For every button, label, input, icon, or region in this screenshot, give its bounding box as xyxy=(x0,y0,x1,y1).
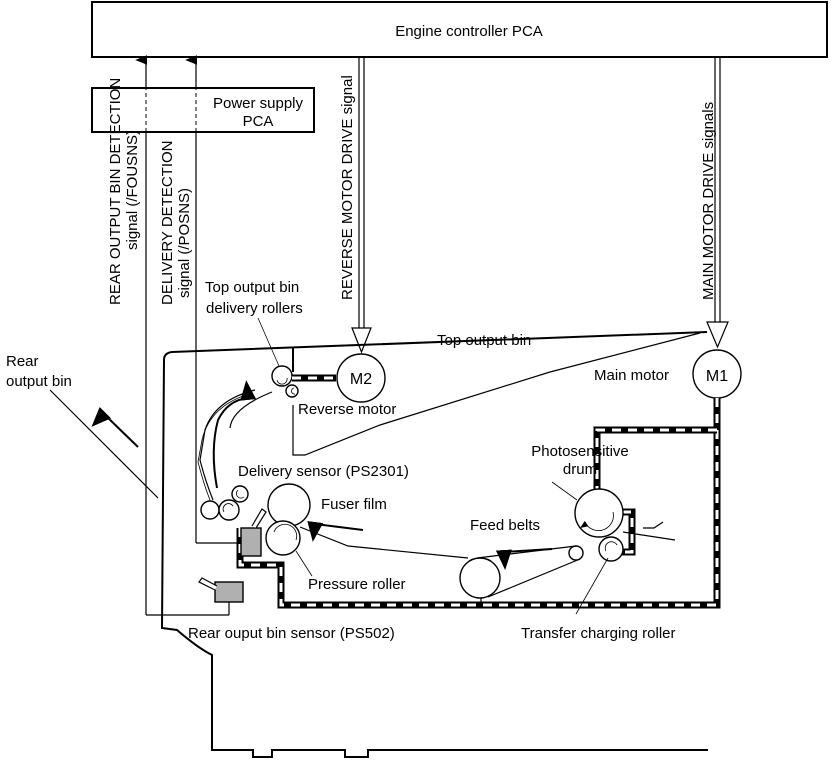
rear-output-bin-detection-label: REAR OUTPUT BIN DETECTION xyxy=(107,78,124,305)
photosensitive-drum: Photosensitive drum xyxy=(531,443,676,541)
engine-controller-label: Engine controller PCA xyxy=(395,23,543,40)
power-supply-label-1: Power supply xyxy=(213,95,304,112)
top-output-bin-delivery-rollers: Top output bin delivery rollers xyxy=(205,279,303,398)
transfer-charging-roller-label: Transfer charging roller xyxy=(521,625,676,642)
rear-output-bin-label-2: output bin xyxy=(6,373,72,390)
delivery-detection-text-1: DELIVERY DETECTION xyxy=(159,141,176,306)
power-supply-pca: Power supply PCA xyxy=(91,87,315,133)
delivery-rollers-label-1: Top output bin xyxy=(205,279,299,296)
main-motor-m1: M1 Main motor xyxy=(594,349,742,399)
pressure-roller-label: Pressure roller xyxy=(308,576,406,593)
rear-output-bin-label-1: Rear xyxy=(6,353,39,370)
m2-label: M2 xyxy=(350,371,372,388)
fuser-assembly: Fuser film Pressure roller xyxy=(265,483,406,593)
reverse-motor-m2: M2 Reverse motor xyxy=(292,353,396,418)
top-output-bin-label: Top output bin xyxy=(437,332,531,349)
main-drive-train xyxy=(236,398,721,609)
reverse-motor-drive-text: REVERSE MOTOR DRIVE xyxy=(339,119,356,300)
reverse-motor-drive-suffix: signal xyxy=(339,75,356,118)
rear-output-bin-detection-signal xyxy=(135,55,229,616)
drum-label-1: Photosensitive xyxy=(531,443,629,460)
printer-body-outline xyxy=(160,331,708,758)
top-output-bin: Top output bin xyxy=(292,332,701,456)
power-supply-label-2: PCA xyxy=(243,113,274,130)
feed-belts-label: Feed belts xyxy=(470,517,540,534)
delivery-rollers-label-2: delivery rollers xyxy=(206,300,303,317)
main-motor-drive-suffix: signals xyxy=(700,102,717,153)
rear-output-bin-detection-sub: signal (/FOUSNS) xyxy=(124,130,141,250)
rear-output-bin-sensor-ps502: Rear ouput bin sensor (PS502) xyxy=(188,577,395,642)
svg-text:REVERSE MOTOR DRIVE signal: REVERSE MOTOR DRIVE signal xyxy=(339,75,356,300)
transfer-charging-roller: Transfer charging roller xyxy=(521,536,676,642)
rear-output-bin-detection-text-2: signal (/FOUSNS) xyxy=(124,130,141,250)
rear-output-bin-sensor-label: Rear ouput bin sensor (PS502) xyxy=(188,625,395,642)
fuser-film-label: Fuser film xyxy=(321,496,387,513)
feed-belts: Feed belts xyxy=(299,517,584,599)
engine-controller-pca: Engine controller PCA xyxy=(91,1,828,58)
main-motor-drive-text: MAIN MOTOR DRIVE xyxy=(700,153,717,300)
reverse-motor-drive-label: REVERSE MOTOR DRIVE signal xyxy=(339,75,356,300)
rear-output-bin-detection-text-1: REAR OUTPUT BIN DETECTION xyxy=(107,78,124,305)
pressure-roller xyxy=(265,520,301,556)
delivery-detection-text-2: signal (/POSNS) xyxy=(176,188,193,298)
svg-text:MAIN MOTOR DRIVE signals: MAIN MOTOR DRIVE signals xyxy=(700,102,717,300)
drum-label-2: drum xyxy=(563,461,597,478)
main-motor-drive-arrow xyxy=(706,57,729,349)
main-motor-label: Main motor xyxy=(594,367,669,384)
reverse-motor-label: Reverse motor xyxy=(298,401,396,418)
m1-label: M1 xyxy=(706,368,728,385)
delivery-sensor-label: Delivery sensor (PS2301) xyxy=(238,463,409,480)
main-motor-drive-label: MAIN MOTOR DRIVE signals xyxy=(700,102,717,300)
delivery-rollers-lower xyxy=(200,485,249,521)
delivery-detection-label: DELIVERY DETECTION xyxy=(159,141,176,306)
paper-path xyxy=(197,380,273,501)
rear-output-bin: Rear output bin xyxy=(6,353,159,499)
fuser-film xyxy=(267,483,311,527)
delivery-detection-sub: signal (/POSNS) xyxy=(176,188,193,298)
delivery-sensor-ps2301: Delivery sensor (PS2301) xyxy=(238,463,409,557)
delivery-detection-signal xyxy=(185,55,240,544)
reverse-motor-drive-arrow xyxy=(351,57,372,354)
